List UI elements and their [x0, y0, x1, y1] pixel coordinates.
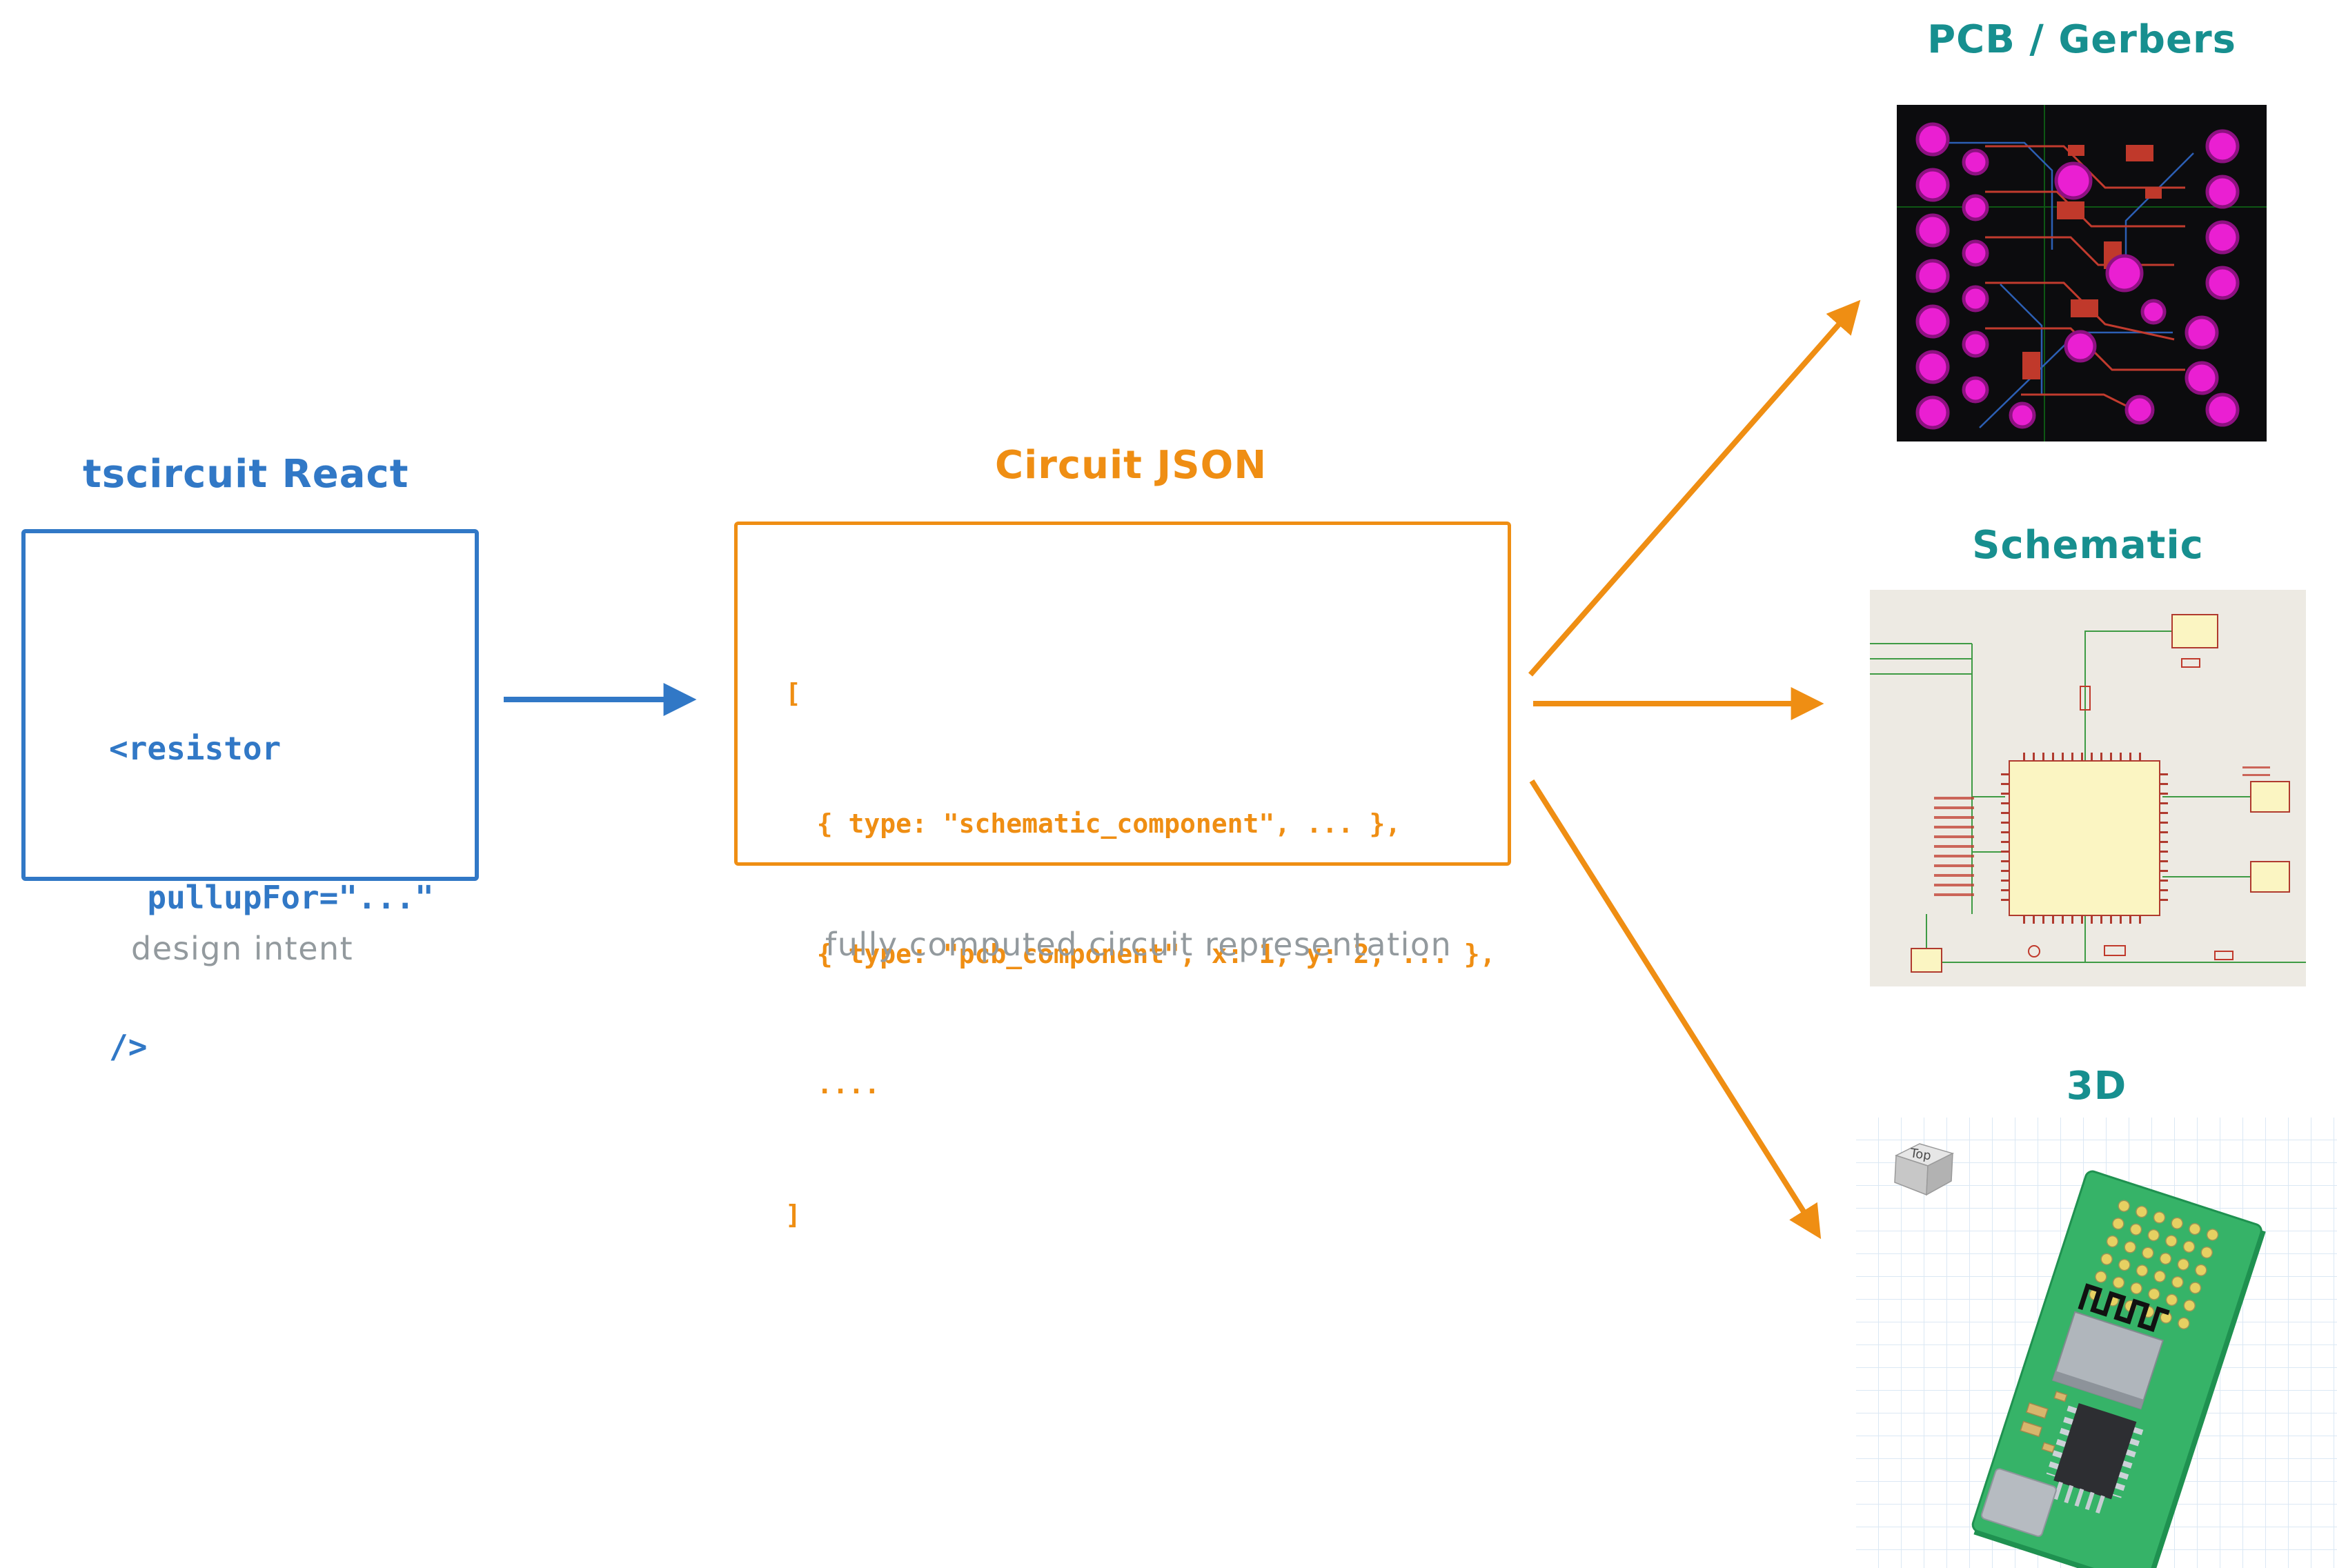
- schematic-image: [1870, 590, 2306, 986]
- schematic-misc-symbols: [2028, 658, 2234, 960]
- pcb-board-3d: [1971, 1170, 2266, 1568]
- code-line: { type: "schematic_component", ... },: [785, 808, 1401, 839]
- code-line: ]: [785, 1200, 801, 1230]
- react-code: <resistor pullupFor="..." />: [109, 624, 434, 1171]
- ic-legs: [2053, 1481, 2109, 1515]
- view-cube: Top: [1894, 1143, 1955, 1196]
- ic-pins-left: [2046, 1405, 2078, 1477]
- code-line: { type: "pcb_component", x: 1, y: 2, ...…: [785, 939, 1496, 969]
- passive-components: [2020, 1391, 2068, 1453]
- schematic-pin-labels: [1934, 766, 2270, 902]
- react-caption: design intent: [131, 930, 354, 967]
- json-section-title: Circuit JSON: [995, 443, 1268, 488]
- output-title-schematic: Schematic: [1972, 523, 2204, 568]
- led-grid: [2089, 1200, 2219, 1330]
- arrow-json-to-pcb: [1528, 299, 1861, 677]
- code-line: />: [109, 1028, 148, 1065]
- sd-card-slot: [1980, 1468, 2057, 1537]
- schematic-ic: [2001, 753, 2168, 924]
- react-code-box: [21, 529, 479, 881]
- code-line: ....: [785, 1069, 880, 1100]
- pcb-gerber-preview: [1897, 105, 2267, 441]
- schematic-preview: [1870, 590, 2306, 986]
- code-line: <resistor: [109, 730, 282, 767]
- esp-module-base: [2053, 1371, 2144, 1409]
- output-title-3d: 3D: [2066, 1064, 2127, 1109]
- react-section-title: tscircuit React: [83, 452, 409, 497]
- ic-pins-right: [2111, 1427, 2144, 1498]
- arrow-json-to-3d: [1529, 779, 1822, 1240]
- three-d-preview: Top: [1856, 1118, 2337, 1568]
- schematic-wires: [1870, 631, 2306, 963]
- wifi-antenna: [2078, 1283, 2170, 1332]
- pcb-gerber-image: [1897, 105, 2267, 441]
- schematic-subcomponents: [1911, 614, 2290, 973]
- view-cube-label: Top: [1909, 1146, 1932, 1163]
- ic-chip: [2053, 1402, 2137, 1500]
- code-line: pullupFor="...": [109, 879, 434, 916]
- output-title-pcb: PCB / Gerbers: [1927, 17, 2236, 62]
- json-caption: fully computed circuit representation: [825, 926, 1452, 963]
- circuit-json-box: [734, 522, 1511, 866]
- three-d-image: Top: [1856, 1118, 2337, 1568]
- code-line: [: [785, 678, 801, 708]
- pcb-through-hole-pads: [1915, 122, 2240, 430]
- circuit-json-code: [ { type: "schematic_component", ... }, …: [785, 585, 1496, 1324]
